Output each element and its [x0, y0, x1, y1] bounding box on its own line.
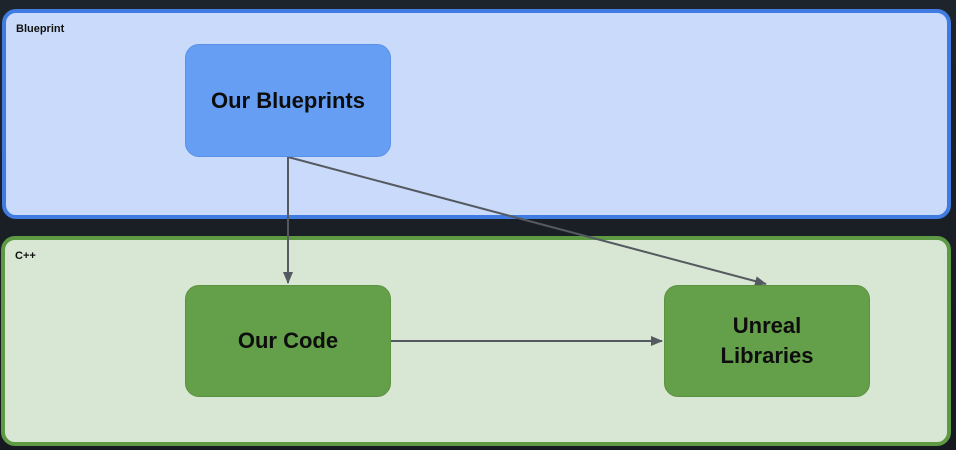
unreal-libraries-label: Unreal Libraries	[720, 313, 814, 368]
blueprint-group: Blueprint	[2, 9, 951, 219]
our-blueprints-node[interactable]: Our Blueprints	[185, 44, 391, 157]
blueprint-group-label: Blueprint	[16, 23, 65, 35]
our-code-node[interactable]: Our Code	[185, 285, 391, 397]
our-code-label: Our Code	[237, 328, 339, 353]
our-blueprints-label: Our Blueprints	[210, 87, 365, 113]
cpp-group-label: C++	[15, 250, 36, 262]
unreal-libraries-node[interactable]: Unreal Libraries	[664, 285, 870, 397]
